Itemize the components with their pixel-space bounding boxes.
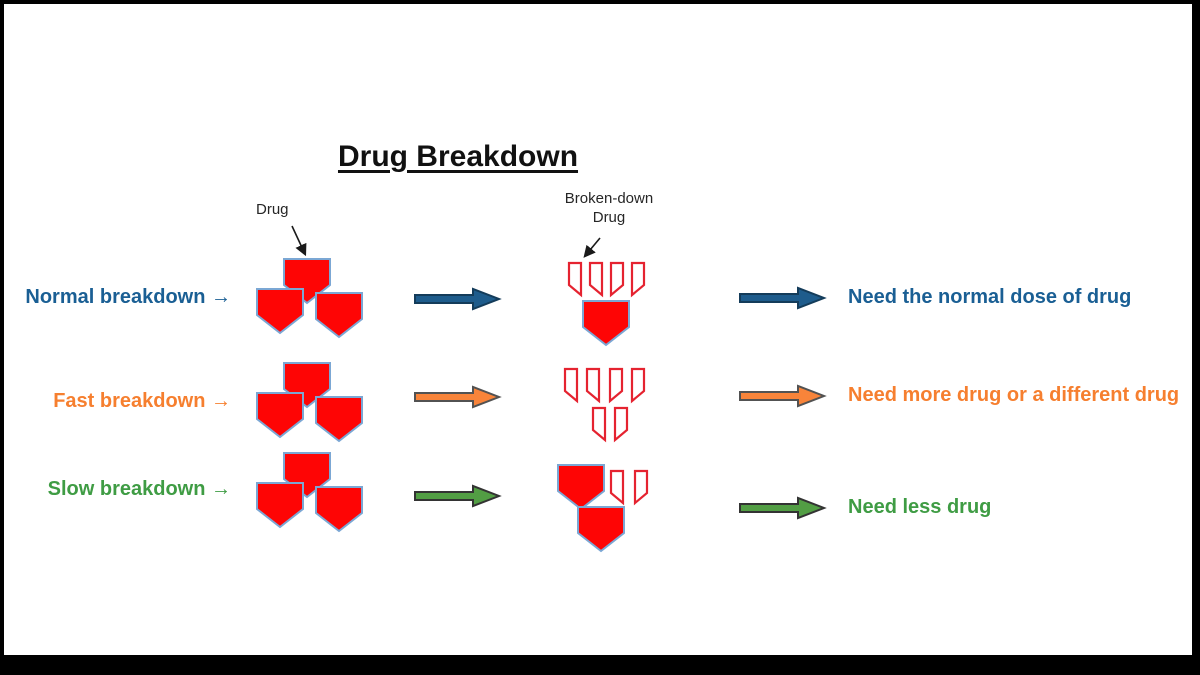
broken-piece-icon [630, 261, 646, 298]
broken-piece-icon [563, 367, 579, 404]
broken-piece-icon [608, 367, 624, 404]
drug-cluster-slow [256, 452, 363, 533]
breakdown-arrow-fast [414, 385, 502, 409]
row-label-slow: Slow breakdown → [47, 478, 231, 500]
result-arrow-normal [739, 286, 827, 310]
broken-cluster-normal [567, 261, 646, 347]
drug-pentagon-icon [557, 464, 605, 511]
broken-piece-icon [609, 469, 625, 506]
broken-drug-callout-label: Broken-down Drug [548, 189, 670, 227]
drug-pentagon-icon [256, 288, 304, 335]
result-arrow-fast [739, 384, 827, 408]
drug-pentagon-icon [315, 486, 363, 533]
breakdown-arrow-slow [414, 484, 502, 508]
result-arrow-slow [739, 496, 827, 520]
broken-cluster-fast [563, 367, 646, 443]
broken-piece-icon [609, 261, 625, 298]
broken-piece-icon [630, 367, 646, 404]
row-label-normal: Normal breakdown → [25, 286, 231, 308]
drug-cluster-normal [256, 258, 363, 339]
broken-drug-callout-line2: Drug [592, 209, 626, 226]
broken-drug-callout-line1: Broken-down [564, 190, 654, 207]
broken-cluster-slow [557, 464, 649, 553]
drug-pentagon-icon [256, 482, 304, 529]
drug-pentagon-icon [315, 292, 363, 339]
result-text-normal: Need the normal dose of drug [848, 286, 1132, 308]
result-text-fast: Need more drug or a different drug [848, 384, 1180, 406]
drug-cluster-fast [256, 362, 363, 443]
broken-piece-icon [567, 261, 583, 298]
broken-piece-icon [588, 261, 604, 298]
broken-piece-icon [585, 367, 601, 404]
drug-pentagon-icon [577, 506, 625, 553]
row-label-fast: Fast breakdown → [53, 390, 231, 412]
drug-callout-label: Drug [256, 201, 289, 218]
breakdown-arrow-normal [414, 287, 502, 311]
broken-piece-icon [613, 406, 629, 443]
drug-pentagon-icon [315, 396, 363, 443]
broken-piece-icon [633, 469, 649, 506]
broken-piece-icon [591, 406, 607, 443]
result-text-slow: Need less drug [848, 496, 992, 518]
drug-pentagon-icon [582, 300, 630, 347]
page-title: Drug Breakdown [337, 140, 579, 173]
drug-pentagon-icon [256, 392, 304, 439]
